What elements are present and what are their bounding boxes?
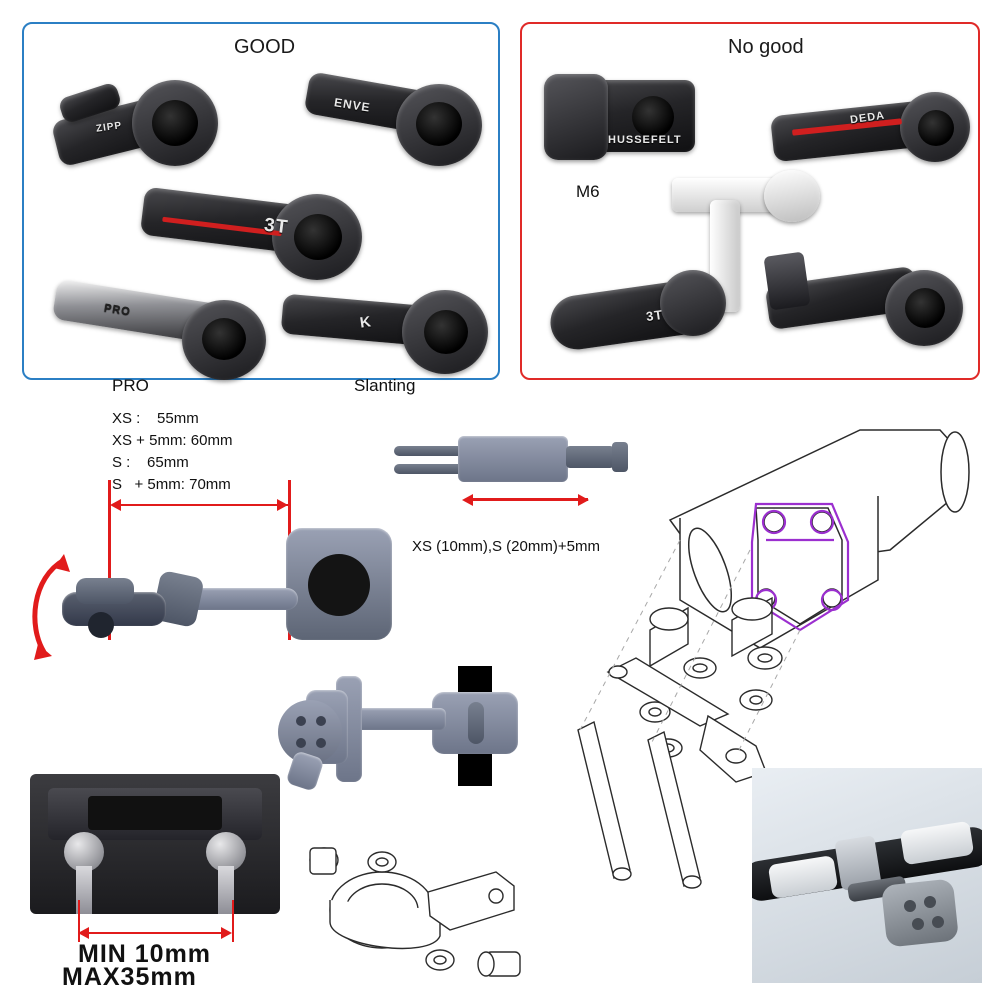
- measure-line-3: S : 65mm: [112, 454, 189, 471]
- stem-deda: DEDA: [770, 82, 970, 182]
- stem-white-angled: [672, 170, 832, 314]
- stem-brand-label: K: [358, 313, 373, 332]
- caption-slanting: Slanting: [354, 376, 416, 395]
- minmax-photo: [30, 774, 280, 914]
- minmax-arrow-right: [221, 927, 232, 939]
- minmax-arrow-left: [78, 927, 89, 939]
- measure-line-2: XS + 5mm: 60mm: [112, 432, 233, 449]
- measure-line-1: XS : 55mm: [112, 410, 199, 427]
- stem-pro: PRO: [51, 272, 274, 380]
- installed-photo: [752, 768, 982, 983]
- minmax-line-left: [78, 900, 80, 942]
- dimension-arrow-left: [110, 499, 121, 511]
- stem-zipp: ZIPP: [50, 62, 244, 168]
- minmax-line-right: [232, 900, 234, 942]
- stem-slanting: K: [280, 282, 492, 374]
- bolt-dimension-arrow-right: [578, 494, 589, 506]
- max-label: MAX35mm: [62, 963, 197, 991]
- min-label: MIN 10mm: [78, 940, 212, 968]
- caption-pro: PRO: [112, 376, 149, 395]
- stem-plain-black: [763, 242, 967, 352]
- stem-hussefelt: HUSSEFELT: [544, 62, 710, 172]
- exploded-assembly: [560, 400, 1000, 980]
- bolt-drawing: [380, 428, 640, 498]
- stem-enve: ENVE: [303, 54, 494, 166]
- stem-3t-aero: 3T: [547, 252, 730, 362]
- stem-brand-label: 3T: [262, 214, 290, 239]
- mount-front-view: [272, 666, 532, 798]
- rotation-arrow: [18, 552, 74, 662]
- mount-assembly-side: [58, 528, 398, 658]
- bolt-dimension-bar: [466, 498, 588, 501]
- dimension-line-left: [108, 480, 111, 640]
- mount-exploded-bottom: [300, 660, 550, 990]
- dimension-bar: [112, 504, 288, 506]
- panel-nogood-title: No good: [728, 36, 804, 58]
- stem-brand-label: 3T: [645, 306, 665, 325]
- bolt-dimension-arrow-left: [462, 494, 473, 506]
- panel-nogood: No good HUSSEFELT M6 DEDA 3T: [520, 22, 980, 380]
- bolt-note: XS (10mm),S (20mm)+5mm: [412, 538, 600, 555]
- measure-line-4: S + 5mm: 70mm: [112, 476, 231, 493]
- caption-m6: M6: [576, 182, 600, 201]
- stem-3t: 3T: [139, 172, 372, 280]
- panel-good: GOOD ZIPP ENVE 3T P: [22, 22, 500, 395]
- panel-good-title: GOOD: [234, 36, 296, 58]
- dimension-arrow-right: [277, 499, 288, 511]
- minmax-dimension-bar: [82, 932, 230, 934]
- stem-brand-label: HUSSEFELT: [608, 134, 682, 146]
